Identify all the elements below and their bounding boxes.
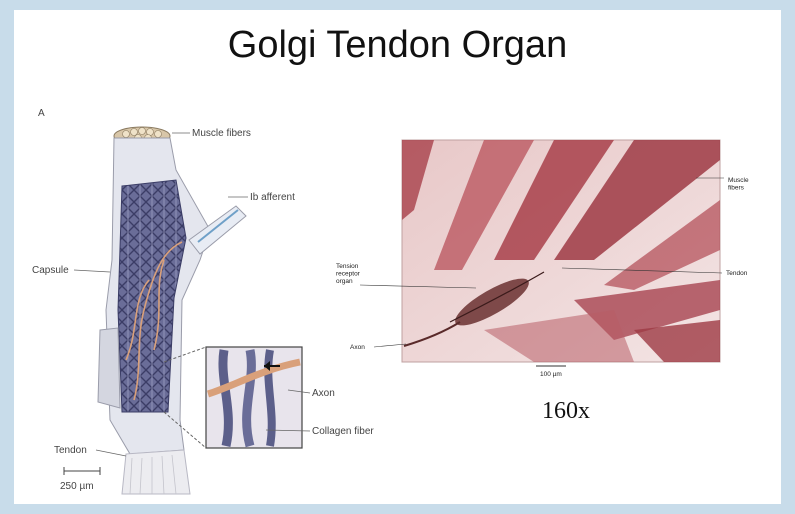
micro-label-tendon: Tendon	[726, 270, 748, 277]
micro-label-muscle-fibers: Musclefibers	[728, 177, 749, 192]
panel-letter: A	[38, 108, 45, 119]
label-axon: Axon	[312, 388, 335, 399]
slide: Golgi Tendon Organ A	[14, 10, 781, 504]
micro-label-axon: Axon	[350, 344, 365, 351]
label-tendon: Tendon	[54, 445, 87, 456]
tendon-end	[122, 450, 190, 494]
label-muscle-fibers: Muscle fibers	[192, 128, 251, 139]
micrograph: Musclefibers Tendon Tensionreceptororgan…	[336, 140, 749, 378]
figure-canvas: A	[14, 10, 781, 504]
zoom-inset	[206, 347, 302, 448]
gto-illustration: A	[32, 108, 374, 494]
label-collagen-fiber: Collagen fiber	[312, 426, 374, 437]
scale-bar-illustration: 250 µm	[60, 481, 94, 492]
label-ib-afferent: Ib afferent	[250, 192, 295, 203]
micro-label-tension-receptor-organ: Tensionreceptororgan	[336, 263, 361, 285]
magnification-label: 160x	[542, 398, 590, 425]
label-capsule: Capsule	[32, 265, 69, 276]
scale-bar-micrograph: 100 µm	[540, 371, 562, 378]
